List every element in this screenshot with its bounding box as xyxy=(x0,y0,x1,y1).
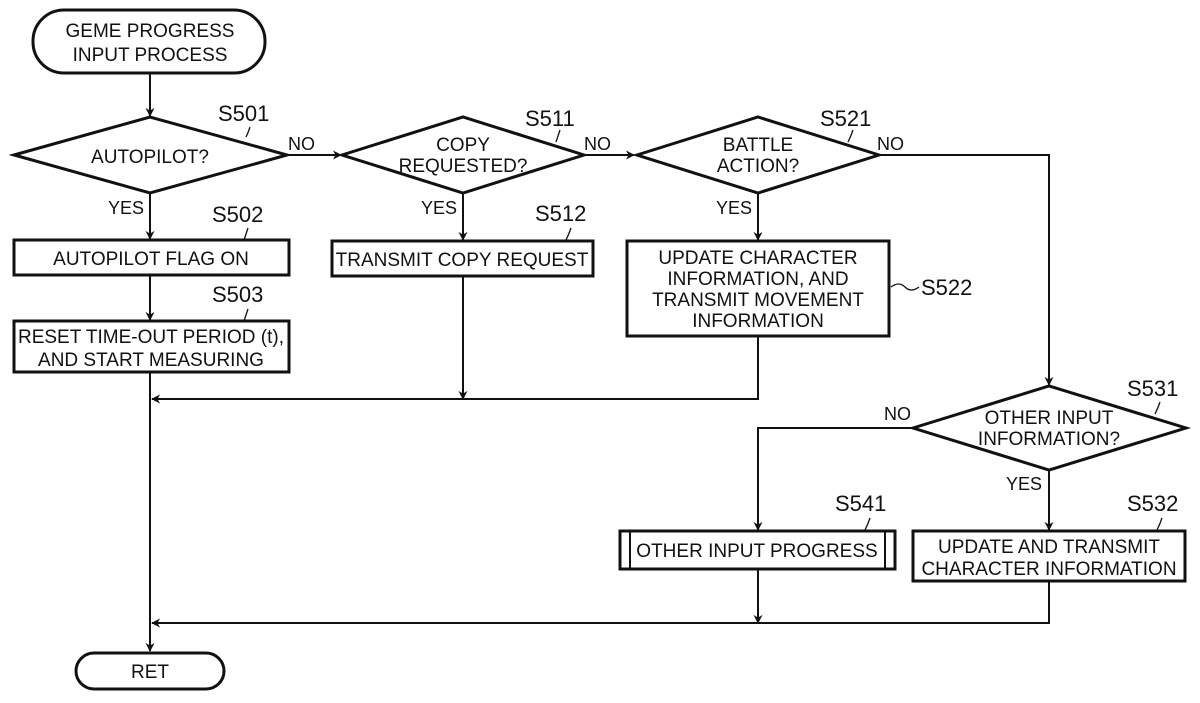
end-label: RET xyxy=(131,662,169,683)
s522-label-line-4: INFORMATION xyxy=(692,311,824,332)
s521-leader xyxy=(848,130,853,142)
decision-s521: BATTLE ACTION? S521 NO YES xyxy=(637,106,904,218)
s502-label: AUTOPILOT FLAG ON xyxy=(53,249,249,270)
s531-no-label: NO xyxy=(884,404,911,424)
process-s503: RESET TIME-OUT PERIOD (t), AND START MEA… xyxy=(14,282,289,372)
s522-label-line-2: INFORMATION, AND xyxy=(667,269,848,290)
s541-label: OTHER INPUT PROGRESS xyxy=(636,541,877,562)
s521-label-line-2: ACTION? xyxy=(717,156,799,177)
s522-label-line-3: TRANSMIT MOVEMENT xyxy=(652,290,864,311)
start-terminator: GEME PROGRESS INPUT PROCESS xyxy=(33,10,265,73)
s521-step-label: S521 xyxy=(820,106,871,131)
s531-leader xyxy=(1155,402,1160,414)
s511-yes-label: YES xyxy=(421,198,457,218)
decision-s531: OTHER INPUT INFORMATION? S531 NO YES xyxy=(884,376,1186,494)
s532-label-line-1: UPDATE AND TRANSMIT xyxy=(938,537,1160,558)
s511-no-label: NO xyxy=(584,134,611,154)
s522-label-line-1: UPDATE CHARACTER xyxy=(658,248,857,269)
s541-step-label: S541 xyxy=(835,491,886,516)
s521-no-label: NO xyxy=(877,134,904,154)
s501-label: AUTOPILOT? xyxy=(91,147,209,168)
s522-leader xyxy=(891,284,919,290)
s512-leader xyxy=(566,228,571,240)
decision-s501: AUTOPILOT? S501 NO YES xyxy=(14,101,315,218)
s502-step-label: S502 xyxy=(212,202,263,227)
s531-step-label: S531 xyxy=(1127,376,1178,401)
s511-leader xyxy=(556,130,560,142)
s503-step-label: S503 xyxy=(212,282,263,307)
s541-leader xyxy=(865,518,870,530)
s502-leader xyxy=(244,228,248,240)
edge-s521-s531 xyxy=(880,155,1049,385)
s532-label-line-2: CHARACTER INFORMATION xyxy=(921,559,1176,580)
end-terminator: RET xyxy=(76,653,224,689)
s532-leader xyxy=(1157,518,1162,530)
process-s522: UPDATE CHARACTER INFORMATION, AND TRANSM… xyxy=(627,241,972,336)
s531-label-line-1: OTHER INPUT xyxy=(985,408,1114,429)
process-s502: AUTOPILOT FLAG ON S502 xyxy=(14,202,289,275)
s511-label-line-2: REQUESTED? xyxy=(399,156,528,177)
s531-yes-label: YES xyxy=(1006,474,1042,494)
s503-leader xyxy=(244,309,248,321)
s501-no-label: NO xyxy=(288,134,315,154)
s532-step-label: S532 xyxy=(1127,491,1178,516)
s501-leader xyxy=(246,127,250,137)
s503-label-line-2: AND START MEASURING xyxy=(38,350,264,371)
s501-step-label: S501 xyxy=(218,101,269,126)
s503-label-line-1: RESET TIME-OUT PERIOD (t), xyxy=(18,327,284,348)
s512-step-label: S512 xyxy=(535,201,586,226)
s521-label-line-1: BATTLE xyxy=(723,135,793,156)
s512-label: TRANSMIT COPY REQUEST xyxy=(336,250,589,271)
start-label-line-1: GEME PROGRESS xyxy=(66,21,235,42)
s511-label-line-1: COPY xyxy=(436,135,490,156)
s522-step-label: S522 xyxy=(921,275,972,300)
edge-s532-merge xyxy=(152,580,1049,623)
s531-label-line-2: INFORMATION? xyxy=(978,429,1120,450)
s511-step-label: S511 xyxy=(525,106,575,131)
s521-yes-label: YES xyxy=(716,198,752,218)
start-label-line-2: INPUT PROCESS xyxy=(73,45,228,66)
s501-yes-label: YES xyxy=(108,198,144,218)
